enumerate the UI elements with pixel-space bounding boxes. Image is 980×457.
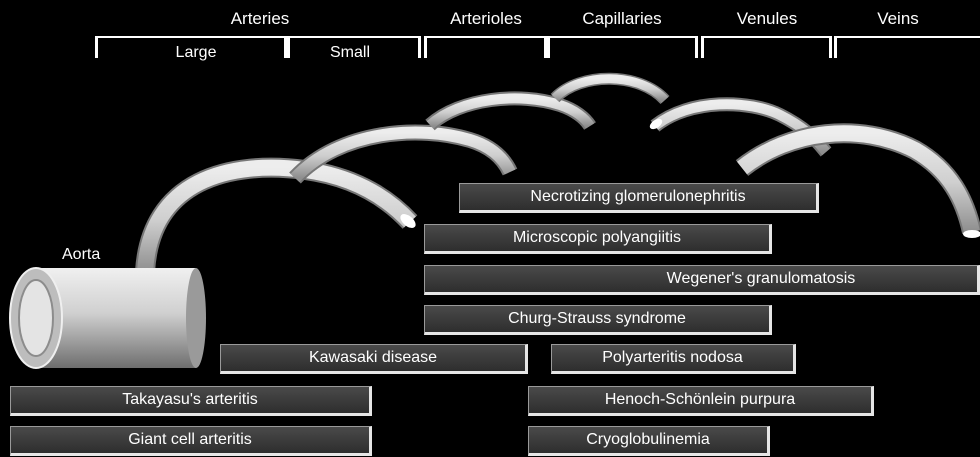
box-microscopic-polyangiitis: Microscopic polyangiitis (424, 224, 772, 254)
vessel-arteriole (430, 98, 590, 126)
box-henoch-schonlein-purpura: Henoch-Schönlein purpura (528, 386, 874, 416)
vessel-capillary (555, 79, 665, 100)
box-polyarteritis-nodosa: Polyarteritis nodosa (551, 344, 796, 374)
box-takayasus-arteritis: Takayasu's arteritis (10, 386, 372, 416)
box-cryoglobulinemia: Cryoglobulinemia (528, 426, 770, 456)
box-giant-cell-arteritis: Giant cell arteritis (10, 426, 372, 456)
vessel-large-artery (145, 168, 418, 272)
box-wegeners-granulomatosis: Wegener's granulomatosis (424, 265, 980, 295)
box-kawasaki-disease: Kawasaki disease (220, 344, 528, 374)
aorta-cylinder (10, 268, 206, 368)
aorta-label: Aorta (62, 246, 100, 264)
box-necrotizing-glomerulonephritis: Necrotizing glomerulonephritis (459, 183, 819, 213)
box-churg-strauss-syndrome: Churg-Strauss syndrome (424, 305, 772, 335)
